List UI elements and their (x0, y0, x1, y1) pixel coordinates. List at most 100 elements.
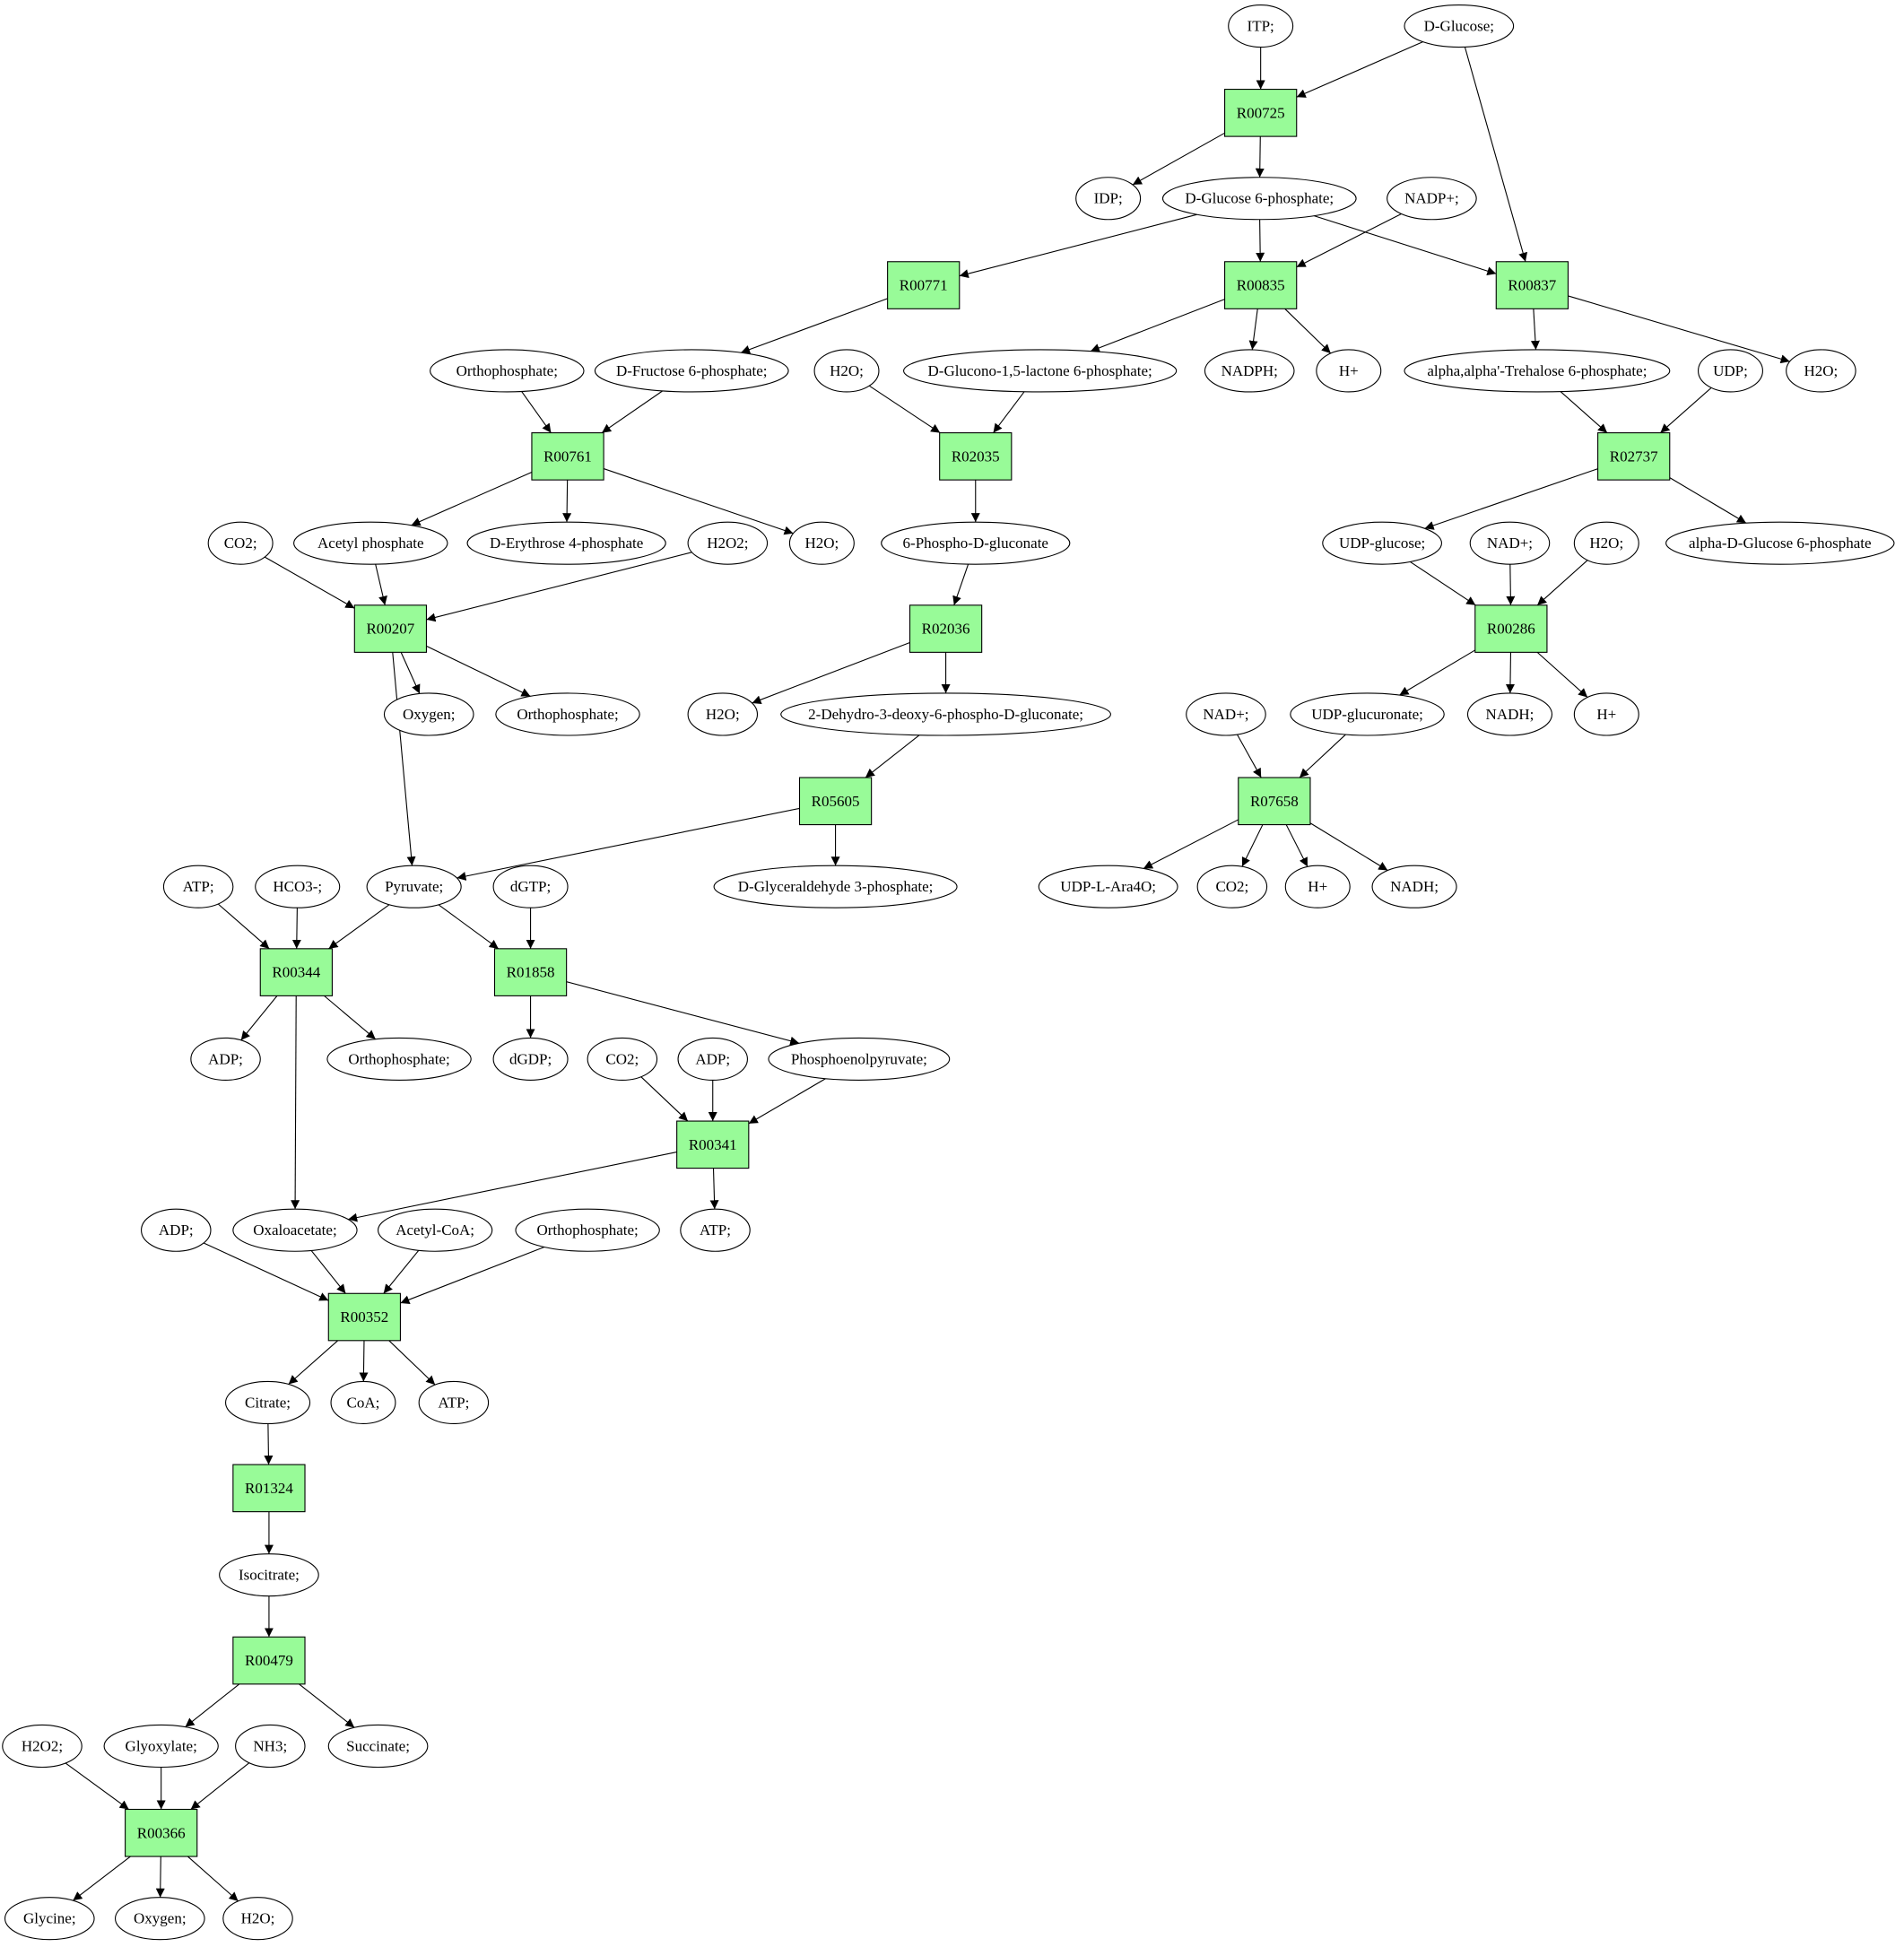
reaction-node-R01858[interactable]: R01858 (493, 948, 568, 996)
edge-r_R00837-to-c_trehalose6p (1530, 309, 1540, 350)
compound-ellipse (293, 521, 448, 565)
compound-node-itp[interactable]: ITP; (1228, 4, 1294, 48)
compound-node-citrate[interactable]: Citrate; (225, 1380, 311, 1425)
reaction-node-R00366[interactable]: R00366 (125, 1808, 198, 1857)
reaction-node-R07658[interactable]: R07658 (1238, 777, 1311, 826)
compound-ellipse (1038, 865, 1178, 908)
compound-node-e4p[interactable]: D-Erythrose 4-phosphate (466, 521, 666, 565)
compound-label: Glycine; (23, 1910, 76, 1927)
reaction-node-R00761[interactable]: R00761 (531, 432, 604, 481)
reaction-label: R00837 (1508, 277, 1556, 294)
compound-node-hco3[interactable]: HCO3-; (255, 865, 341, 908)
reaction-node-R00725[interactable]: R00725 (1224, 89, 1298, 137)
compound-node-dglucose[interactable]: D-Glucose; (1404, 4, 1515, 48)
reaction-node-R00837[interactable]: R00837 (1495, 261, 1569, 309)
compound-node-udpglcur[interactable]: UDP-glucuronate; (1290, 692, 1445, 736)
compound-node-pi1[interactable]: Orthophosphate; (430, 349, 585, 393)
reaction-node-R00207[interactable]: R00207 (353, 604, 428, 653)
compound-node-f6p[interactable]: D-Fructose 6-phosphate; (594, 349, 789, 393)
compound-node-idp[interactable]: IDP; (1075, 177, 1142, 221)
reaction-box (1224, 261, 1298, 309)
compound-node-h2o4[interactable]: H2O; (1573, 521, 1639, 565)
compound-node-udpglc[interactable]: UDP-glucose; (1322, 521, 1443, 565)
compound-node-co2a[interactable]: CO2; (207, 521, 274, 565)
compound-node-dgdp[interactable]: dGDP; (492, 1037, 569, 1081)
reaction-node-R00344[interactable]: R00344 (259, 948, 333, 996)
compound-node-acetylp[interactable]: Acetyl phosphate (293, 521, 448, 565)
compound-label: ADP; (695, 1050, 730, 1067)
reaction-node-R00341[interactable]: R00341 (676, 1120, 750, 1169)
reaction-node-R02035[interactable]: R02035 (939, 432, 1013, 481)
compound-label: NADPH; (1222, 362, 1278, 379)
compound-node-kdpg[interactable]: 2-Dehydro-3-deoxy-6-phospho-D-gluconate; (780, 692, 1111, 736)
compound-node-oaa[interactable]: Oxaloacetate; (232, 1208, 358, 1252)
compound-node-coa[interactable]: CoA; (330, 1380, 396, 1425)
edge-r_R02737-to-c_ag6p (1669, 477, 1747, 524)
compound-node-hplus2[interactable]: H+ (1573, 692, 1639, 736)
compound-label: Glyoxylate; (126, 1737, 197, 1754)
compound-node-ag6p[interactable]: alpha-D-Glucose 6-phosphate (1665, 521, 1895, 565)
edge-c_pyruvate-to-r_R01858 (438, 904, 500, 950)
reaction-node-R00286[interactable]: R00286 (1474, 604, 1548, 653)
compound-node-dgtp[interactable]: dGTP; (492, 865, 569, 908)
compound-ellipse (1161, 177, 1357, 221)
compound-node-atp3[interactable]: ATP; (418, 1380, 490, 1425)
reaction-node-R00771[interactable]: R00771 (887, 261, 961, 309)
reaction-node-R00479[interactable]: R00479 (232, 1636, 306, 1685)
reaction-node-R02737[interactable]: R02737 (1597, 432, 1671, 481)
compound-node-gap[interactable]: D-Glyceraldehyde 3-phosphate; (713, 865, 958, 908)
compound-node-adp3[interactable]: ADP; (141, 1208, 212, 1252)
compound-node-h2o3[interactable]: H2O; (788, 521, 855, 565)
compound-node-nadp[interactable]: NADP+; (1387, 177, 1477, 221)
compound-node-succinate[interactable]: Succinate; (327, 1724, 429, 1769)
compound-node-co2c[interactable]: CO2; (587, 1037, 658, 1081)
compound-node-oxygen2[interactable]: Oxygen; (114, 1897, 205, 1941)
compound-node-oxygen1[interactable]: Oxygen; (383, 692, 474, 736)
compound-node-pi3[interactable]: Orthophosphate; (326, 1037, 472, 1081)
compound-node-udp[interactable]: UDP; (1698, 349, 1763, 393)
compound-node-adp1[interactable]: ADP; (190, 1037, 261, 1081)
compound-node-h2o2b[interactable]: H2O2; (2, 1724, 83, 1769)
compound-node-trehalose6p[interactable]: alpha,alpha'-Trehalose 6-phosphate; (1404, 349, 1671, 393)
compound-node-h2o2[interactable]: H2O; (1786, 349, 1856, 393)
compound-node-g6p[interactable]: D-Glucose 6-phosphate; (1161, 177, 1357, 221)
compound-node-isocitrate[interactable]: Isocitrate; (219, 1553, 319, 1597)
compound-label: H+ (1339, 362, 1359, 379)
reaction-node-R00835[interactable]: R00835 (1224, 261, 1298, 309)
compound-node-atp1[interactable]: ATP; (162, 865, 234, 908)
compound-node-hplus1[interactable]: H+ (1316, 349, 1382, 393)
reaction-node-R00352[interactable]: R00352 (327, 1292, 401, 1342)
reaction-label: R00725 (1237, 104, 1285, 121)
compound-node-glycine[interactable]: Glycine; (4, 1897, 95, 1941)
compound-node-glyoxylate[interactable]: Glyoxylate; (103, 1724, 219, 1769)
reaction-node-R05605[interactable]: R05605 (798, 777, 873, 826)
compound-node-pi4[interactable]: Orthophosphate; (515, 1208, 660, 1252)
compound-node-glucono[interactable]: D-Glucono-1,5-lactone 6-phosphate; (903, 349, 1178, 393)
compound-node-adp2[interactable]: ADP; (677, 1037, 748, 1081)
compound-node-nad1[interactable]: NAD+; (1469, 521, 1551, 565)
compound-node-nadph[interactable]: NADPH; (1204, 349, 1295, 393)
compound-node-udpara[interactable]: UDP-L-Ara4O; (1038, 865, 1178, 908)
compound-node-acoa[interactable]: Acetyl-CoA; (378, 1208, 493, 1252)
compound-node-pyruvate[interactable]: Pyruvate; (366, 865, 462, 908)
compound-node-atp2[interactable]: ATP; (680, 1208, 751, 1252)
compound-label: Orthophosphate; (517, 706, 618, 723)
compound-node-hplus3[interactable]: H+ (1284, 865, 1351, 908)
compound-node-co2b[interactable]: CO2; (1196, 865, 1268, 908)
compound-node-nadh1[interactable]: NADH; (1466, 692, 1553, 736)
reaction-node-R02036[interactable]: R02036 (909, 604, 983, 653)
compound-node-pep[interactable]: Phosphoenolpyruvate; (768, 1037, 951, 1081)
compound-node-h2o6[interactable]: H2O; (222, 1897, 293, 1941)
reaction-node-R01324[interactable]: R01324 (232, 1464, 306, 1513)
compound-label: NAD+; (1203, 706, 1248, 723)
compound-node-nad2[interactable]: NAD+; (1186, 692, 1266, 736)
reaction-box (1495, 261, 1569, 309)
compound-node-6pg[interactable]: 6-Phospho-D-gluconate (881, 521, 1071, 565)
compound-node-nh3[interactable]: NH3; (235, 1724, 306, 1769)
compound-node-pi2[interactable]: Orthophosphate; (495, 692, 640, 736)
compound-node-nadh2[interactable]: NADH; (1371, 865, 1457, 908)
compound-ellipse (1404, 349, 1671, 393)
compound-node-h2o2a[interactable]: H2O2; (687, 521, 769, 565)
compound-node-h2o5[interactable]: H2O; (687, 692, 759, 736)
compound-node-h2o1[interactable]: H2O; (813, 349, 880, 393)
